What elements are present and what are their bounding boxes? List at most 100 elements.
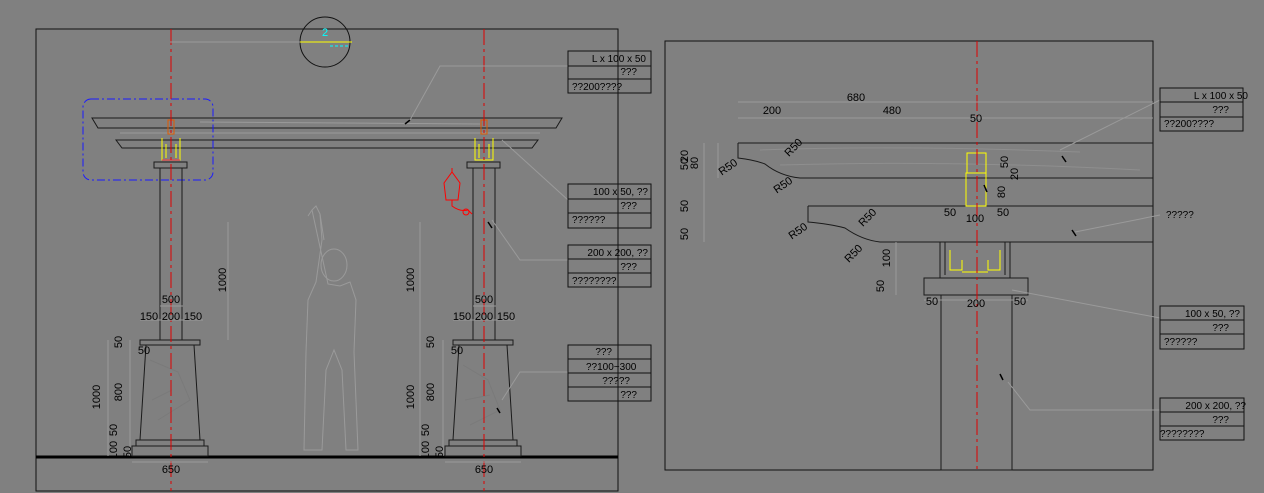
right-callout-4-line-1: 200 x 200, ?? <box>1185 401 1246 412</box>
dim-base-mid: 200 <box>967 298 985 310</box>
dim-center-50: 50 <box>970 113 982 125</box>
dim-a-width-right: 150 <box>184 311 202 323</box>
left-callout-2[interactable]: 100 x 50, ?? ??? ?????? <box>567 183 652 229</box>
right-callout-4-line-2: ??? <box>1212 415 1229 426</box>
dim-b-width-mid: 200 <box>475 311 493 323</box>
left-callout-4[interactable]: ??? ??100~300 ????? ??? <box>567 344 652 402</box>
dim-post-h: 100 <box>881 249 893 267</box>
dim-b-base-top: 50 <box>420 424 432 436</box>
upper-beam-profile[interactable] <box>737 142 1153 179</box>
dim-a-total-width: 500 <box>162 294 180 306</box>
dim-left-inset: 200 <box>763 105 781 117</box>
column-b[interactable] <box>444 119 522 457</box>
dim-a-base-top: 50 <box>108 424 120 436</box>
dim-r-mid2: R50 <box>787 221 810 242</box>
right-detail-view <box>664 40 1161 471</box>
right-callout-1[interactable]: L x 100 x 50 ??? ??200???? <box>1159 87 1248 132</box>
scale-human-figure <box>303 205 359 451</box>
column-a-dimensions: 500 150 200 150 1000 50 50 1000 800 50 1… <box>91 268 229 476</box>
dim-small-20: 20 <box>1009 168 1021 180</box>
dim-top-width: 680 <box>847 92 865 104</box>
dim-beam-h3: 80 <box>689 157 701 169</box>
dim-side-50b: 50 <box>679 200 691 212</box>
dim-b-shaft-height: 1000 <box>405 268 417 292</box>
dim-side-50a: 50 <box>679 228 691 240</box>
right-callout-4[interactable]: 200 x 200, ?? ??? ???????? <box>1159 397 1246 441</box>
dim-base-h: 50 <box>875 280 887 292</box>
lintel-beam[interactable] <box>91 117 563 149</box>
dim-base-right: 50 <box>1014 296 1026 308</box>
column-a[interactable] <box>131 119 209 457</box>
right-callout-2-line-1: ????? <box>1166 210 1194 221</box>
callout-1-line-1: L x 100 x 50 <box>592 54 647 65</box>
callout-4-line-1: ??? <box>595 347 612 358</box>
callout-1-line-3: ??200???? <box>572 82 622 93</box>
left-callout-1[interactable]: L x 100 x 50 ??? ??200???? <box>567 50 652 94</box>
dim-a-base-body: 800 <box>113 383 125 401</box>
dim-b-footing: 650 <box>475 464 493 476</box>
dim-a-footing: 650 <box>162 464 180 476</box>
selection-box[interactable] <box>82 98 214 181</box>
dim-base-left: 50 <box>926 296 938 308</box>
dim-slot-left: 50 <box>944 207 956 219</box>
callout-4-line-2: ??100~300 <box>586 362 637 373</box>
left-leader-lines <box>170 41 569 401</box>
dim-r-left-top: R50 <box>717 157 740 178</box>
right-callout-3-line-2: ??? <box>1212 323 1229 334</box>
dim-r-top: R50 <box>782 136 805 159</box>
dim-b-cap-height: 50 <box>425 336 437 348</box>
dim-b-foot-a: 100 <box>420 441 432 459</box>
dim-a-cap-height: 50 <box>113 336 125 348</box>
section-tag-label: 2 <box>322 27 328 39</box>
dim-b-base-body: 800 <box>425 383 437 401</box>
dim-b-width-left: 150 <box>453 311 471 323</box>
right-leader-lines <box>703 99 1161 411</box>
dim-right-span: 480 <box>883 105 901 117</box>
right-callout-3-line-1: 100 x 50, ?? <box>1185 309 1240 320</box>
dim-b-width-right: 150 <box>497 311 515 323</box>
dim-b-base-total: 1000 <box>405 385 417 409</box>
callout-2-line-1: 100 x 50, ?? <box>593 187 648 198</box>
dim-r-low: R50 <box>842 242 865 265</box>
dim-r-mid: R50 <box>856 206 879 229</box>
callout-3-line-3: ???????? <box>572 276 617 287</box>
dim-small-50: 50 <box>999 156 1011 168</box>
left-callout-3[interactable]: 200 x 200, ?? ??? ???????? <box>567 244 652 288</box>
dim-b-foot-b: 50 <box>434 446 446 458</box>
dim-b-plinth-offset: 50 <box>451 345 463 357</box>
dim-r-left-bottom: R50 <box>772 175 795 196</box>
callout-3-line-1: 200 x 200, ?? <box>587 248 648 259</box>
dim-plate-h: 80 <box>996 186 1008 198</box>
left-elevation-view: 2 <box>35 16 619 492</box>
callout-4-line-4: ??? <box>620 390 637 401</box>
left-dimension-lines <box>107 222 521 463</box>
dim-a-shaft-height: 1000 <box>217 268 229 292</box>
dim-b-total-width: 500 <box>475 294 493 306</box>
callout-4-line-3: ????? <box>602 376 630 387</box>
dim-slot-mid: 100 <box>966 213 984 225</box>
right-callout-2[interactable]: ????? <box>1166 210 1194 221</box>
right-callout-1-line-2: ??? <box>1212 105 1229 116</box>
callout-1-line-2: ??? <box>620 67 637 78</box>
right-viewport-frame[interactable] <box>664 40 1154 471</box>
section-tag[interactable]: 2 <box>299 16 352 68</box>
left-viewport-frame[interactable] <box>35 28 619 492</box>
right-callout-4-line-3: ???????? <box>1160 429 1205 440</box>
right-callout-3-line-3: ?????? <box>1164 337 1198 348</box>
callout-2-line-2: ??? <box>620 201 637 212</box>
dim-a-width-mid: 200 <box>162 311 180 323</box>
dim-slot-right: 50 <box>997 207 1009 219</box>
dim-a-base-total: 1000 <box>91 385 103 409</box>
callout-3-line-2: ??? <box>620 262 637 273</box>
dim-a-foot-a: 100 <box>108 441 120 459</box>
right-callout-3[interactable]: 100 x 50, ?? ??? ?????? <box>1159 305 1245 350</box>
right-callout-1-line-3: ??200???? <box>1164 119 1214 130</box>
dim-a-plinth-offset: 50 <box>138 345 150 357</box>
wall-lamp-icon[interactable] <box>443 168 473 216</box>
right-dimensions: 680 200 480 50 20 50 80 R50 R50 R50 50 5… <box>679 92 1026 310</box>
dim-beam-h1: 20 <box>679 150 691 162</box>
dim-beam-h2: 50 <box>679 158 691 170</box>
callout-2-line-3: ?????? <box>572 215 606 226</box>
column-b-dimensions: 500 150 200 150 1000 50 50 1000 800 50 1… <box>405 268 515 476</box>
